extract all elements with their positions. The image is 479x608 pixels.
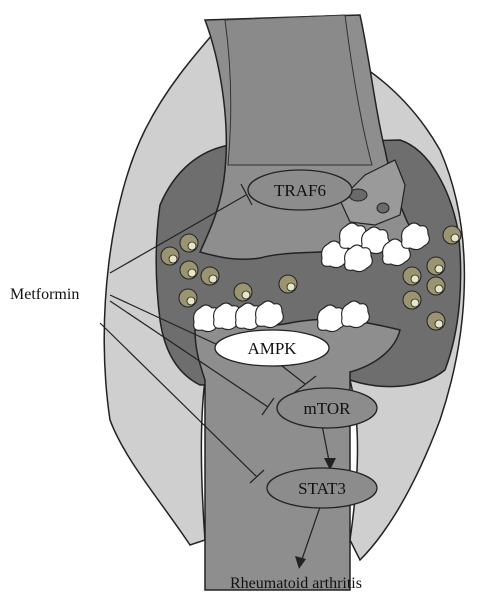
- osteoclast-icon: [318, 305, 346, 332]
- osteoclast-icon: [342, 301, 370, 328]
- immune-cell-icon: [427, 257, 445, 275]
- stat3-label: STAT3: [298, 479, 346, 498]
- immune-cell-icon: [179, 289, 197, 307]
- immune-cell-icon: [180, 261, 198, 279]
- immune-cell-icon: [234, 283, 252, 301]
- osteoclast-icon: [402, 223, 430, 250]
- ampk-label: AMPK: [247, 339, 297, 358]
- immune-cell-icon: [201, 267, 219, 285]
- immune-cell-icon: [403, 267, 421, 285]
- immune-cell-icon: [427, 277, 445, 295]
- immune-cell-icon: [427, 312, 445, 330]
- immune-cell-icon: [279, 275, 297, 293]
- osteoclast-icon: [256, 301, 284, 328]
- nucleus-shape: [377, 203, 389, 213]
- osteoclast-icon: [345, 245, 373, 272]
- outcome-label: Rheumatoid arthritis: [230, 575, 362, 592]
- immune-cell-icon: [443, 226, 461, 244]
- immune-cell-icon: [180, 234, 198, 252]
- mtor-label: mTOR: [304, 399, 352, 418]
- immune-cell-icon: [403, 291, 421, 309]
- metformin-label: Metformin: [10, 286, 79, 303]
- immune-cell-icon: [161, 247, 179, 265]
- traf6-label: TRAF6: [274, 181, 326, 200]
